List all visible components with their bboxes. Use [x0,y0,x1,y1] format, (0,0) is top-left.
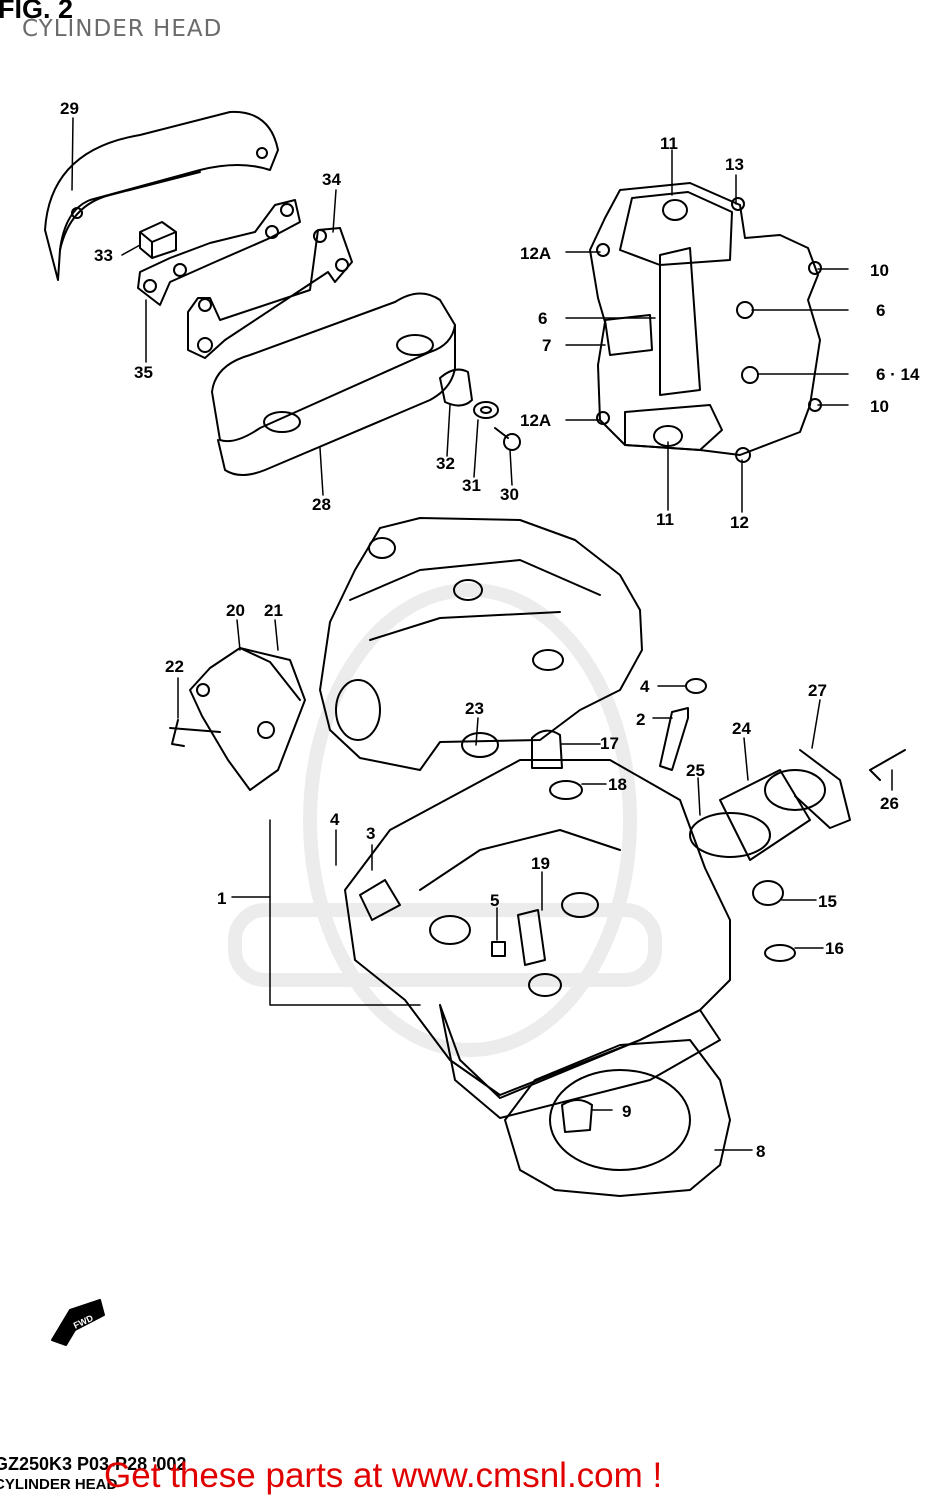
callout-15: 15 [818,892,837,911]
callout-12: 12 [730,513,749,532]
part-cylinder-head-upper [319,517,643,771]
section-name: CYLINDER HEAD [0,1476,118,1493]
callout-10-bottom: 10 [870,397,889,416]
fwd-direction-badge [51,1299,105,1346]
part-8-9-base-gasket [504,1039,731,1197]
callout-33: 33 [94,246,113,265]
leader-lines [71,117,893,1151]
callout-30: 30 [500,485,519,504]
callout-8: 8 [756,1142,766,1161]
part-24-27-intake [689,749,906,861]
part-28-head-cover [211,292,456,476]
callout-19: 19 [531,854,550,873]
callout-20: 20 [226,601,245,620]
callout-17: 17 [600,734,619,753]
callout-12a-top: 12A [520,244,552,263]
callout-13: 13 [725,155,744,174]
callout-3: 3 [366,824,376,843]
callout-16: 16 [825,939,844,958]
callout-24: 24 [732,719,751,738]
figure-subtitle: CYLINDER HEAD [22,16,223,42]
part-head-gasket-upper [589,182,822,463]
callout-11-top: 11 [660,134,678,153]
callout-5: 5 [490,891,500,910]
callout-29: 29 [60,99,79,118]
part-2-4-guide [659,678,707,771]
callout-31: 31 [462,476,481,495]
callout-4-upper: 4 [640,677,650,696]
watermark-logo [228,583,662,1057]
callout-10-top: 10 [870,261,889,280]
callout-28: 28 [312,495,331,514]
callout-25: 25 [686,761,705,780]
callout-9: 9 [622,1102,632,1121]
callout-23: 23 [465,699,484,718]
callout-21: 21 [264,601,283,620]
callout-18: 18 [608,775,627,794]
part-20-22-side-cover [169,647,306,791]
callout-35: 35 [134,363,153,382]
callout-2: 2 [636,710,646,729]
callout-6-left: 6 [538,309,548,328]
callout-4-lower: 4 [330,810,340,829]
callout-1: 1 [217,889,227,908]
callout-11-bottom: 11 [656,510,674,529]
part-30-32-fasteners [439,368,521,451]
part-33-block [139,221,177,259]
part-29-cover [44,110,279,281]
callout-27: 27 [808,681,827,700]
callout-7: 7 [542,336,552,355]
callout-32: 32 [436,454,455,473]
part-34-35-brackets [137,199,353,359]
part-17-18-nut-washer [531,729,583,800]
figure-label: FIG. 2 [0,0,74,24]
callout-22: 22 [165,657,184,676]
promo-link-text[interactable]: Get these parts at www.cmsnl.com ! [104,1456,663,1495]
callout-12a-bottom: 12A [520,411,552,430]
model-code: GZ250K3 P03-P28 '002 [0,1454,187,1474]
callout-6-14: 6 · 14 [876,365,920,384]
callout-26: 26 [880,794,899,813]
part-1-cylinder-head [344,759,796,1119]
callout-34: 34 [322,170,341,189]
callout-6-right: 6 [876,301,886,320]
